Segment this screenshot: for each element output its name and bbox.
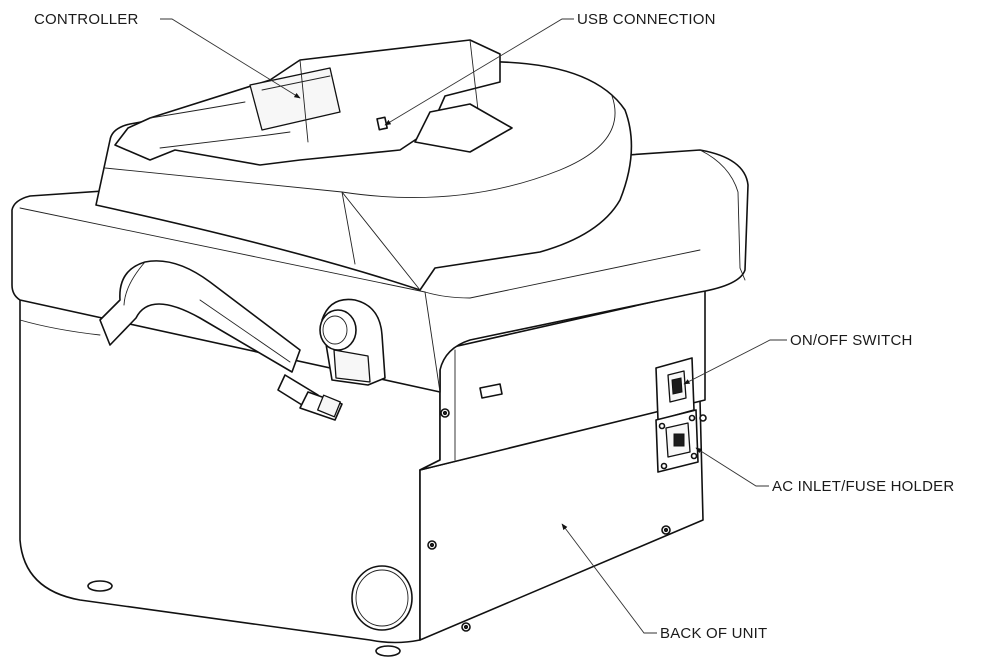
controller-tray bbox=[114, 39, 513, 166]
label-usb-connection: USB CONNECTION bbox=[577, 11, 716, 28]
lid-handle-arm bbox=[99, 260, 343, 421]
front-knob bbox=[319, 298, 386, 386]
callout-on-off-switch: ON/OFF SWITCH bbox=[683, 332, 913, 385]
label-controller: CONTROLLER bbox=[34, 11, 139, 28]
base-lower-body bbox=[19, 299, 441, 657]
foot-right bbox=[375, 645, 401, 657]
label-ac-inlet-fuse-holder: AC INLET/FUSE HOLDER bbox=[772, 478, 954, 495]
usb-port bbox=[376, 116, 388, 131]
screw bbox=[699, 414, 707, 422]
callout-back-of-unit: BACK OF UNIT bbox=[561, 523, 767, 642]
callout-ac-inlet-fuse-holder: AC INLET/FUSE HOLDER bbox=[695, 447, 954, 495]
ac-inlet-fuse-holder-plate bbox=[655, 409, 699, 473]
foot-left bbox=[87, 580, 113, 592]
label-on-off-switch: ON/OFF SWITCH bbox=[790, 332, 913, 349]
callout-usb-connection: USB CONNECTION bbox=[384, 11, 716, 126]
label-back-of-unit: BACK OF UNIT bbox=[660, 625, 767, 642]
on-off-switch-plate bbox=[655, 357, 695, 421]
round-port bbox=[351, 565, 413, 631]
callout-controller: CONTROLLER bbox=[34, 11, 301, 99]
